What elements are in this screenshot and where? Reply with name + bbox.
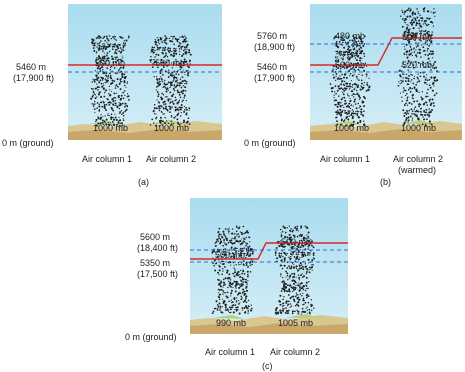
panel-c-ground-label: 0 m (ground) <box>125 332 177 342</box>
panel-b-column-2-label: Air column 2 <box>393 154 443 164</box>
panel-a-height-label: 5460 m <box>16 62 46 72</box>
panel-b-column-1-label: Air column 1 <box>320 154 370 164</box>
panel-c-lower-height-label: 5350 m <box>140 258 170 268</box>
panel-c-col1-bottom-label: 990 mb <box>216 318 246 328</box>
panel-a-col1-bottom-label: 1000 mb <box>93 123 128 133</box>
panel-c-air-column-2 <box>274 225 316 315</box>
panel-b-upper-height-label-ft: (18,900 ft) <box>254 42 295 52</box>
panel-b-lower-height-label-ft: (17,900 ft) <box>254 73 295 83</box>
panel-c-column-1-label: Air column 1 <box>205 347 255 357</box>
panel-b-column-2-sublabel: (warmed) <box>398 165 436 175</box>
panel-b-ground-label: 0 m (ground) <box>244 138 296 148</box>
panel-b-col2-lower-label: 520 mb <box>402 60 432 70</box>
panel-b-col2-upper-label: 500 mb <box>402 32 432 42</box>
panel-c-column-2-label: Air column 2 <box>270 347 320 357</box>
panel-a-column-2-label: Air column 2 <box>146 154 196 164</box>
panel-b-caption: (b) <box>380 177 391 187</box>
panel-a-ground <box>68 120 222 140</box>
panel-b-col1-bottom-label: 1000 mb <box>334 123 369 133</box>
panel-c-air-column-1 <box>211 225 254 315</box>
panel-a: 500 mb 500 mb 1000 mb 1000 mb 5460 m (17… <box>2 4 222 187</box>
panel-a-height-label-ft: (17,900 ft) <box>13 73 54 83</box>
panel-b-lower-height-label: 5460 m <box>257 62 287 72</box>
panel-c-sky <box>190 198 348 334</box>
panel-b: 480 mb 500 mb 500 mb 520 mb 1000 mb 1000… <box>244 4 462 187</box>
panel-c-lower-height-label-ft: (17,500 ft) <box>137 269 178 279</box>
panel-b-500mb-line <box>310 37 462 66</box>
panel-a-air-column-1 <box>90 35 130 127</box>
panel-a-col2-top-label: 500 mb <box>155 58 185 68</box>
panel-c-col2-bottom-label: 1005 mb <box>278 318 313 328</box>
panel-c-caption: (c) <box>262 361 273 371</box>
panel-b-col2-bottom-label: 1000 mb <box>401 123 436 133</box>
panel-b-upper-height-label: 5760 m <box>257 31 287 41</box>
panel-b-col1-upper-label: 480 mb <box>335 31 365 41</box>
panel-c-upper-height-label: 5600 m <box>140 232 170 242</box>
panel-c-col2-label: 500 mb <box>281 237 311 247</box>
panel-c-upper-height-label-ft: (18,400 ft) <box>137 243 178 253</box>
panel-c-col1-label: 500 mb <box>215 250 245 260</box>
panel-c-ground <box>190 314 348 334</box>
panel-a-column-1-label: Air column 1 <box>82 154 132 164</box>
panel-a-caption: (a) <box>138 177 149 187</box>
panel-a-col2-bottom-label: 1000 mb <box>154 123 189 133</box>
panel-b-col1-lower-label: 500 mb <box>335 60 365 70</box>
panel-a-col1-top-label: 500 mb <box>95 58 125 68</box>
panel-c-500mb-line <box>190 242 348 260</box>
panel-a-air-column-2 <box>149 35 192 127</box>
panel-b-air-column-1 <box>329 35 371 127</box>
panel-a-ground-label: 0 m (ground) <box>2 138 54 148</box>
panel-c: 500 mb 500 mb 990 mb 1005 mb 5600 m (18,… <box>125 198 348 371</box>
